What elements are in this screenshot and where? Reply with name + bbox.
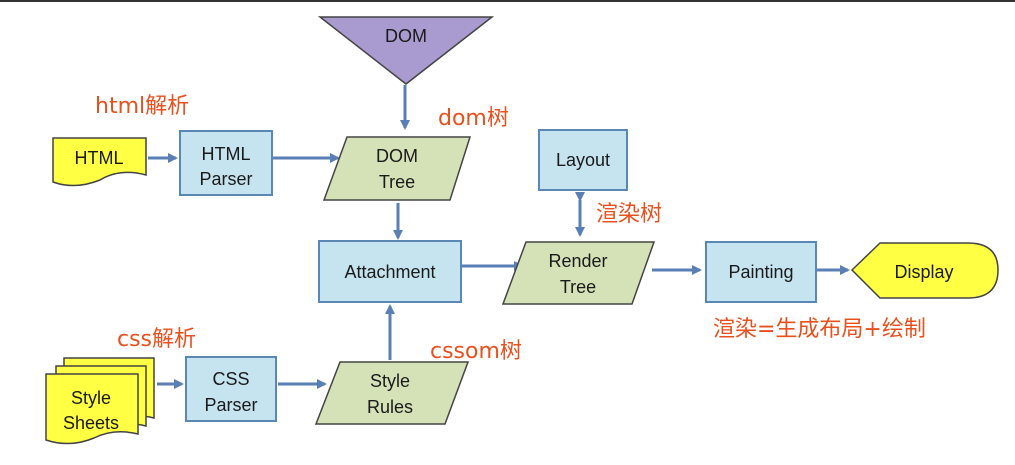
painting-node: Painting — [705, 241, 817, 303]
layout-label: Layout — [556, 150, 610, 170]
html-parser-line2: Parser — [199, 169, 252, 189]
attachment-node: Attachment — [318, 240, 462, 303]
render-tree-line2: Tree — [560, 277, 596, 297]
annotation-dom-tree: dom树 — [438, 106, 509, 131]
annotation-rendering: 渲染=生成布局+绘制 — [713, 317, 926, 342]
display-node: Display — [850, 242, 999, 299]
html-parser-line1: HTML — [202, 144, 251, 164]
style-sheets-line2: Sheets — [63, 413, 119, 433]
annotation-html-parse: html解析 — [95, 94, 189, 119]
dom-node: DOM — [317, 16, 495, 85]
annotation-css-parse: css解析 — [117, 327, 196, 352]
render-tree-line1: Render — [548, 251, 607, 271]
dom-tree-line1: DOM — [376, 146, 418, 166]
style-rules-line1: Style — [370, 371, 410, 391]
html-parser-node: HTML Parser — [179, 130, 273, 196]
annotation-cssom-tree: cssom树 — [430, 339, 522, 364]
css-parser-line2: Parser — [204, 395, 257, 415]
annotation-render-tree: 渲染树 — [596, 202, 662, 227]
dom-tree-node: DOM Tree — [322, 136, 472, 201]
display-label: Display — [894, 262, 953, 282]
arrows — [148, 85, 850, 389]
attachment-label: Attachment — [344, 262, 435, 282]
style-sheets-line1: Style — [71, 388, 111, 408]
style-sheets-node: Style Sheets — [45, 357, 155, 445]
style-rules-line2: Rules — [367, 397, 413, 417]
style-rules-node: Style Rules — [314, 361, 470, 425]
dom-label: DOM — [385, 26, 427, 46]
html-document-node: HTML — [52, 137, 147, 187]
html-document-label: HTML — [75, 148, 124, 168]
render-tree-node: Render Tree — [501, 241, 656, 305]
painting-label: Painting — [728, 262, 793, 282]
dom-tree-line2: Tree — [379, 172, 415, 192]
css-parser-node: CSS Parser — [185, 356, 277, 422]
css-parser-line1: CSS — [212, 369, 249, 389]
layout-node: Layout — [538, 129, 628, 191]
